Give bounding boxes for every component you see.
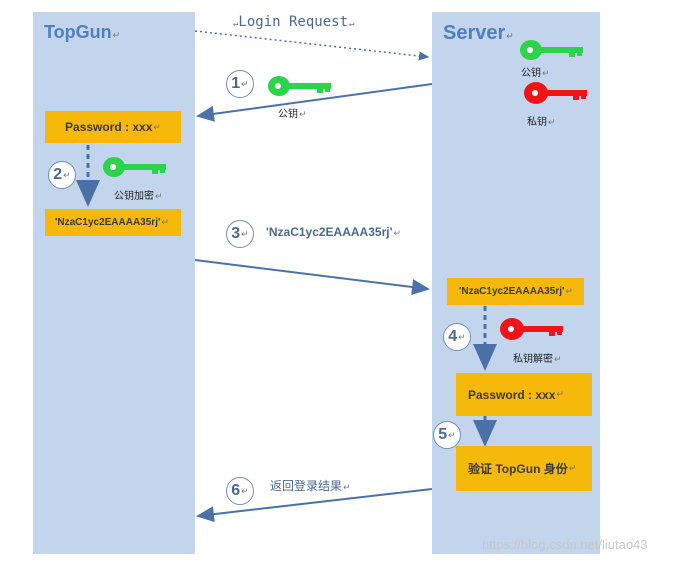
key-icon	[103, 157, 166, 177]
key-icon	[520, 40, 583, 60]
client-encrypted-box: 'NzaC1yc2EAAAA35rj'↵	[45, 209, 181, 236]
server-encrypted-box: 'NzaC1yc2EAAAA35rj'↵	[447, 278, 584, 305]
key-icon	[268, 76, 331, 96]
server-password-text: Password : xxx	[468, 387, 556, 402]
private-key-label-server: 私钥↵	[527, 117, 556, 128]
public-key-text: 公钥	[278, 109, 298, 120]
server-encrypted-text: 'NzaC1yc2EAAAA35rj'	[459, 286, 565, 297]
step-number: 6	[231, 482, 241, 499]
watermark: https://blog.csdn.net/liutao43	[482, 537, 648, 552]
client-password-box: Password : xxx↵	[45, 111, 181, 143]
login-request-arrow	[194, 30, 430, 61]
encrypt-label: 公钥加密↵	[114, 191, 163, 202]
private-key-text: 私钥	[527, 117, 547, 128]
step1-arrow	[196, 83, 433, 122]
server-password-box: Password : xxx↵	[456, 373, 592, 416]
client-lane	[33, 12, 195, 554]
client-encrypted-text: 'NzaC1yc2EAAAA35rj'	[55, 217, 161, 228]
public-key-label-step1: 公钥↵	[278, 109, 307, 120]
watermark-text: https://blog.csdn.net/liutao43	[482, 537, 648, 552]
public-key-text: 公钥	[521, 68, 541, 79]
step-number: 5	[438, 426, 448, 443]
step-5-marker: 5↵	[433, 421, 461, 449]
step-number: 4	[448, 328, 458, 345]
key-icon	[500, 318, 563, 340]
step6-arrow	[196, 488, 433, 523]
step3-payload-label: 'NzaC1yc2EAAAA35rj'↵	[266, 225, 401, 239]
decrypt-text: 私钥解密	[513, 354, 553, 365]
step-2-marker: 2↵	[48, 161, 76, 189]
decrypt-label: 私钥解密↵	[513, 354, 562, 365]
server-verify-box: 验证 TopGun 身份↵	[456, 446, 592, 491]
step-number: 1	[231, 75, 241, 92]
step-4-marker: 4↵	[443, 323, 471, 351]
step-number: 2	[53, 166, 63, 183]
encrypt-text: 公钥加密	[114, 191, 154, 202]
login-request-text: Login Request	[238, 14, 348, 30]
step-1-marker: 1↵	[226, 70, 254, 98]
step-6-marker: 6↵	[226, 477, 254, 505]
key-icon	[524, 82, 587, 104]
login-request-label: ↵Login Request↵	[233, 14, 355, 30]
step-3-marker: 3↵	[226, 220, 254, 248]
public-key-label-server: 公钥↵	[521, 68, 550, 79]
server-verify-text: 验证 TopGun 身份	[468, 462, 568, 476]
step3-arrow	[194, 259, 430, 295]
step3-payload-text: 'NzaC1yc2EAAAA35rj'	[266, 225, 393, 239]
step6-text: 返回登录结果	[270, 479, 343, 493]
step-number: 3	[231, 225, 241, 242]
client-title-text: TopGun	[44, 22, 112, 42]
client-password-text: Password : xxx	[65, 120, 153, 134]
server-title-text: Server	[443, 22, 506, 44]
step6-label: 返回登录结果↵	[270, 479, 351, 493]
client-lane-title: TopGun↵	[44, 22, 121, 42]
server-lane-title: Server↵	[443, 22, 514, 44]
